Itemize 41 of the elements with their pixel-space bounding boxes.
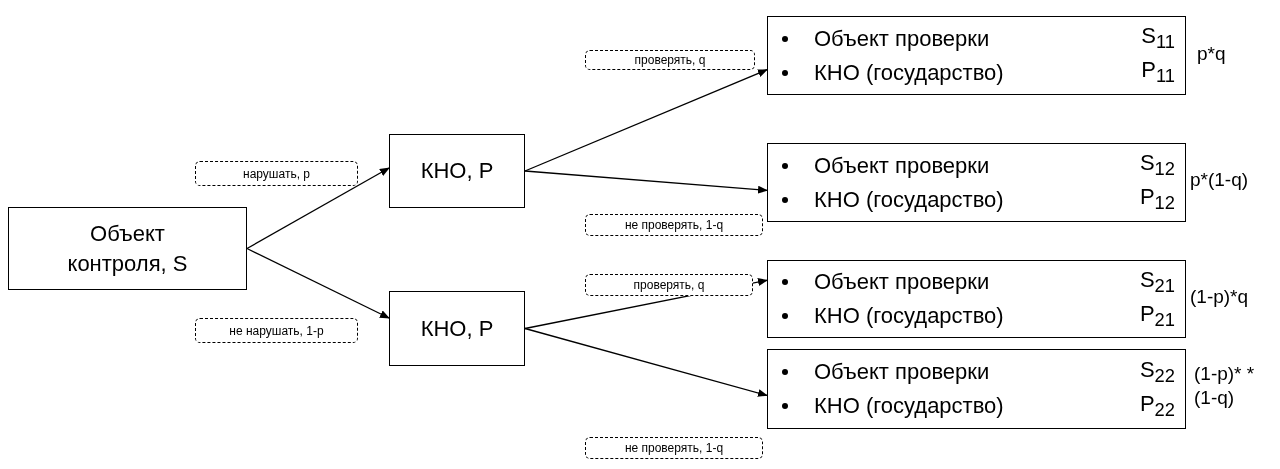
probability-label: p*(1-q)	[1190, 168, 1250, 192]
probability-label: (1-p)* *(1-q)	[1194, 362, 1256, 410]
decision-box	[389, 291, 525, 366]
outcome-box	[767, 349, 1186, 429]
player-name: Объект проверки	[814, 359, 991, 385]
player-box	[8, 207, 247, 290]
outcome-box	[767, 143, 1186, 222]
player-name: КНО (государство)	[814, 59, 1005, 86]
player-name: КНО (государство)	[814, 303, 1005, 329]
edge-label: проверять, q	[585, 50, 755, 70]
node-text: КНО, P	[420, 157, 494, 186]
arrow	[524, 69, 768, 172]
payoff-symbol: S$_{21}$	[1139, 266, 1175, 298]
player-name: КНО (государство)	[814, 186, 1005, 213]
node-text: КНО, P	[420, 314, 494, 343]
payoff-symbol: P$_{22}$	[1139, 390, 1175, 422]
payoff-symbol: S$_{11}$	[1141, 23, 1175, 54]
player-name: Объект проверки	[814, 25, 991, 52]
edge-label: нарушать, p	[195, 161, 358, 186]
probability-label: (1-p)*q	[1190, 285, 1250, 309]
decision-box	[389, 134, 525, 208]
outcome-box	[767, 260, 1186, 338]
player-name: Объект проверки	[814, 269, 991, 295]
payoff-symbol: P$_{21}$	[1139, 300, 1175, 332]
arrow	[246, 167, 390, 250]
probability-label: p*q	[1197, 42, 1227, 66]
payoff-symbol: S$_{22}$	[1139, 356, 1175, 388]
player-name: КНО (государство)	[814, 393, 1005, 419]
arrow	[524, 170, 768, 194]
edge-label: не проверять, 1-q	[585, 214, 763, 236]
edge-label: проверять, q	[585, 274, 753, 296]
edge-label: не проверять, 1-q	[585, 437, 763, 459]
payoff-symbol: P$_{12}$	[1139, 184, 1175, 215]
outcome-box	[767, 16, 1186, 95]
player-name: Объект проверки	[814, 152, 991, 179]
edge-label: не нарушать, 1-p	[195, 318, 358, 343]
payoff-symbol: S$_{12}$	[1139, 150, 1175, 181]
arrow	[246, 247, 390, 319]
arrow	[524, 327, 768, 397]
payoff-symbol: P$_{11}$	[1141, 57, 1175, 88]
node-text: Объект контроля, S	[66, 219, 189, 278]
